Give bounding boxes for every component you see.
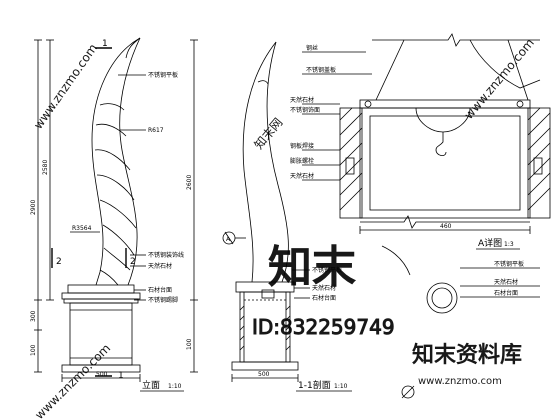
callout-detail-4: 不锈钢饰面 — [290, 106, 320, 114]
section-mark-left: 2 — [56, 257, 62, 267]
callout-partial-2: 天然石材 — [494, 278, 518, 286]
scale-section: 1:10 — [334, 383, 348, 390]
dim-detail-width: 460 — [440, 223, 452, 230]
detail-partial-view — [381, 245, 540, 399]
section-mark-right: 2 — [130, 257, 136, 267]
detail-view — [302, 33, 551, 234]
callout-detail-1: 钢丝 — [306, 44, 318, 52]
watermark-brand: 知末资料库 — [412, 342, 522, 368]
watermark-diag-1: www.znzmo.com — [31, 41, 100, 131]
callout-partial-1: 不锈钢平板 — [494, 260, 524, 268]
callout-detail-3: 天然石材 — [290, 96, 314, 104]
watermark-id: ID:832259749 — [252, 315, 395, 339]
callout-elev-7: 不锈钢踢脚 — [148, 296, 178, 304]
callout-elev-6: 石材台面 — [148, 286, 172, 294]
title-detail: A详图 — [478, 237, 502, 249]
dim-elev-base: 300 — [30, 310, 37, 322]
watermark-diag-4: 知末网 — [252, 115, 286, 152]
callout-detail-5: 钢板焊接 — [290, 142, 314, 150]
section-mark-top: 1 — [102, 39, 108, 49]
detail-mark-a: A — [226, 236, 231, 243]
callout-elev-2: R617 — [148, 127, 164, 134]
dim-elev-bottom: 100 — [30, 344, 37, 356]
dim-elev-width: 500 — [96, 371, 108, 378]
callout-detail-7: 天然石材 — [290, 172, 314, 180]
dim-section-width: 500 — [258, 371, 270, 378]
callout-elev-1: 不锈钢平板 — [148, 71, 178, 79]
callout-section-1: 不锈钢平板 — [312, 266, 342, 274]
section-view — [190, 39, 310, 382]
callout-elev-4: 不锈钢装饰线 — [148, 251, 184, 259]
watermark-logo: 知末 — [268, 242, 356, 293]
elevation-view — [34, 37, 146, 382]
callout-partial-3: 石材台面 — [494, 289, 518, 297]
callout-elev-3: R3564 — [72, 225, 92, 232]
watermark-brand-box — [404, 332, 554, 380]
scale-elevation: 1:10 — [168, 383, 182, 390]
dim-elev-total: 2900 — [30, 200, 37, 215]
callout-elev-5: 天然石材 — [148, 262, 172, 270]
scale-detail: 1:3 — [504, 241, 514, 248]
dim-elev-upper: 2580 — [42, 160, 49, 175]
title-elevation: 立面 — [142, 379, 160, 391]
title-section: 1-1剖面 — [298, 379, 331, 391]
watermark-url: www.znzmo.com — [418, 376, 502, 387]
callout-detail-6: 膨胀螺栓 — [290, 157, 314, 165]
callout-section-2: 天然石材 — [312, 284, 336, 292]
section-mark-bottom: 1 — [118, 371, 124, 381]
dim-section-base: 100 — [186, 338, 193, 350]
watermark-diag-2: www.znzmo.com — [32, 341, 113, 420]
callout-detail-2: 不锈钢盖板 — [306, 66, 336, 74]
dim-section-height: 2600 — [186, 175, 193, 190]
callout-section-3: 石材台面 — [312, 294, 336, 302]
watermark-diag-3: www.znzmo.com — [462, 36, 537, 122]
